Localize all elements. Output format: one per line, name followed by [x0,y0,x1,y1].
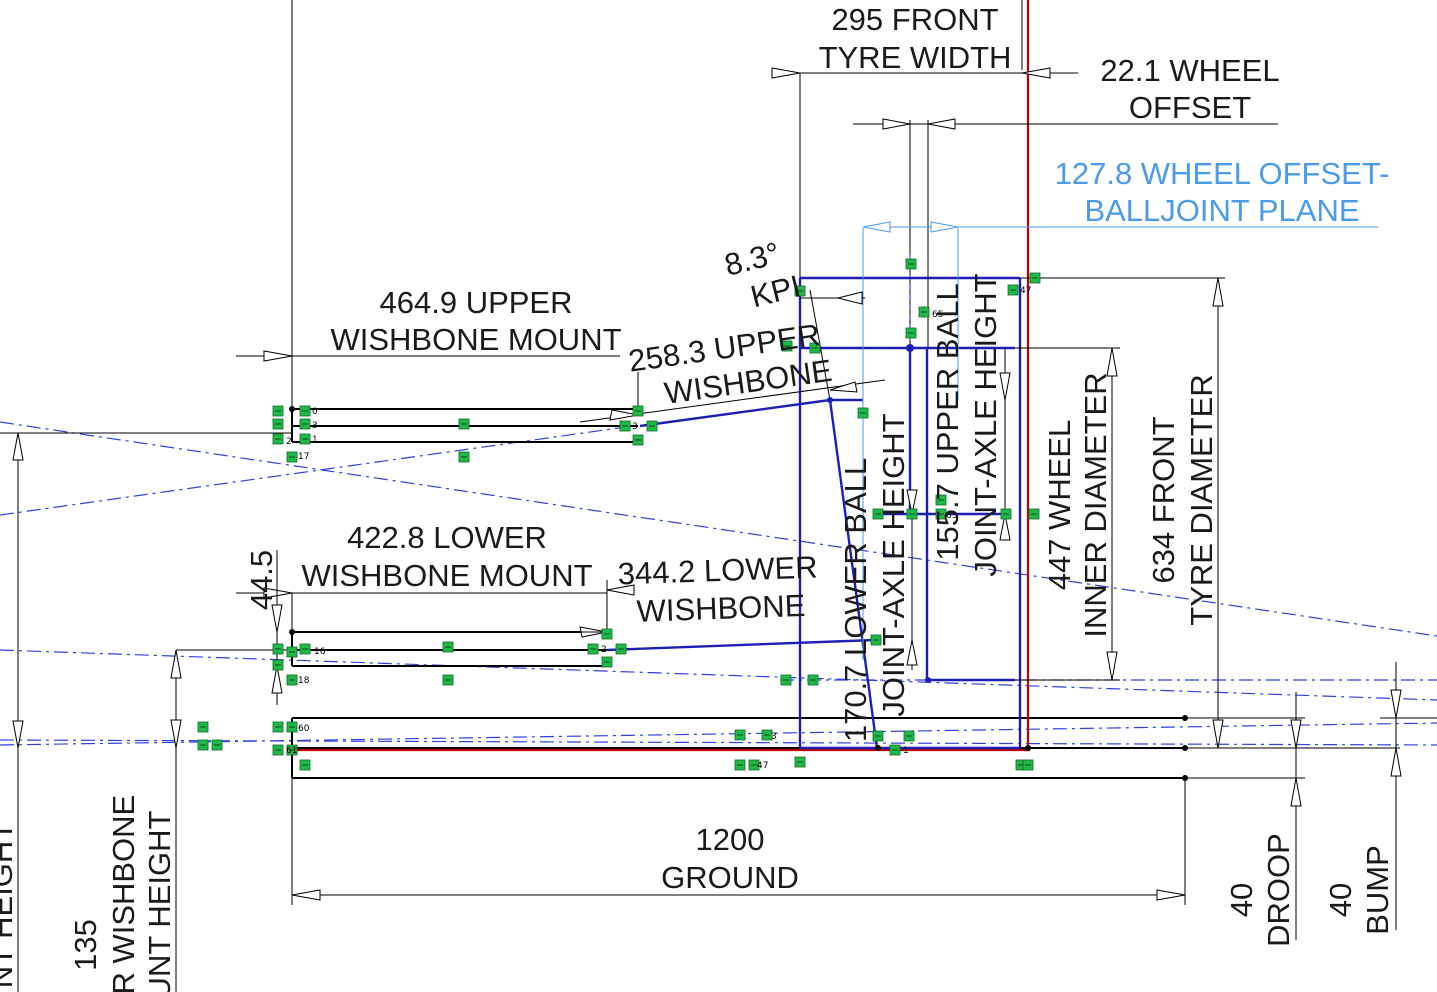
inner-diameter-line1[interactable]: 447 WHEEL [1042,420,1077,591]
wheel-offset-line2[interactable]: OFFSET [1129,90,1251,125]
bump-line2[interactable]: BUMP [1360,845,1395,935]
relation-tag: 18 [298,676,310,686]
upper-wishbone-line [639,398,831,428]
relation-tag: 3 [771,732,777,742]
sketch-points[interactable] [289,344,1188,781]
relation-markers[interactable]: 0 3 1 2 16 17 18 60 61 3 2 47 65 3 47 1 63 [197,258,1041,771]
lower-balljoint-line1[interactable]: 170.7 LOWER BALL [838,458,873,742]
mount-height-line2[interactable]: ER WISHBONE [106,795,141,992]
relation-tag: 1 [903,746,909,756]
tyre-diameter-line1[interactable]: 634 FRONT [1146,416,1181,583]
wishbones[interactable] [606,398,879,749]
relation-tag: 2 [286,437,292,447]
upper-mount-line1[interactable]: 464.9 UPPER [380,285,573,320]
lower-mount-line2[interactable]: WISHBONE MOUNT [301,558,592,593]
lower-wishbone-line1[interactable]: 344.2 LOWER [617,550,818,592]
upper-balljoint-line1[interactable]: 155.7 UPPER BALL [930,283,965,560]
droop-line1[interactable]: 40 [1224,883,1259,917]
tyre-width-line2[interactable]: TYRE WIDTH [819,40,1012,75]
ground-line2[interactable]: GROUND [661,860,799,895]
upper-mount-line2[interactable]: WISHBONE MOUNT [330,322,621,357]
droop-line2[interactable]: DROOP [1261,833,1296,947]
inner-diameter-line2[interactable]: INNER DIAMETER [1078,372,1113,637]
relation-tag: 61 [286,746,297,756]
lower-wishbone-line [606,638,876,652]
relation-tag: 16 [314,647,326,657]
dimension-leaders [0,67,1437,992]
relation-tag: 60 [298,724,310,734]
mount-height-line3[interactable]: UNT HEIGHT [142,811,177,992]
relation-tag: 2 [601,645,607,655]
balljoint-offset-line1[interactable]: 127.8 WHEEL OFFSET- [1055,156,1390,191]
mount-height-line1[interactable]: 135 [68,919,103,971]
mount-height-clipped[interactable]: NT HEIGHT [0,822,19,989]
upper-wishbone-centerline [0,424,641,516]
tyre-diameter-line2[interactable]: TYRE DIAMETER [1184,374,1219,625]
relation-tag: 65 [932,310,943,320]
kingpin-axis [828,399,879,749]
balljoint-offset-line2[interactable]: BALLJOINT PLANE [1084,193,1359,228]
lower-balljoint-line2[interactable]: JOINT-AXLE HEIGHT [876,413,911,716]
axle-centerline [0,739,1437,746]
lower-mount-line1[interactable]: 422.8 LOWER [347,520,547,555]
offset-44-5[interactable]: 44.5 [244,550,279,610]
relation-tag: 3 [632,422,638,432]
dimension-labels[interactable]: 295 FRONT TYRE WIDTH 22.1 WHEEL OFFSET 1… [0,2,1395,992]
relation-tag: 47 [757,761,768,771]
lower-wishbone-line2[interactable]: WISHBONE [636,588,806,629]
roll-centre-line-lower [0,722,1437,746]
relation-tag: 0 [312,407,318,417]
relation-tag: 63 [946,511,957,521]
ground-line1[interactable]: 1200 [696,822,765,857]
wheel-offset-line1[interactable]: 22.1 WHEEL [1100,53,1279,88]
upper-balljoint-line2[interactable]: JOINT-AXLE HEIGHT [968,273,1003,576]
lower-wishbone-centerline [0,649,1437,701]
relation-tag: 3 [312,421,318,431]
tyre-width-line1[interactable]: 295 FRONT [831,2,998,37]
relation-tag: 17 [298,452,309,462]
relation-tag: 47 [1020,286,1031,296]
bump-line1[interactable]: 40 [1323,883,1358,917]
relation-tag: 1 [312,435,318,445]
